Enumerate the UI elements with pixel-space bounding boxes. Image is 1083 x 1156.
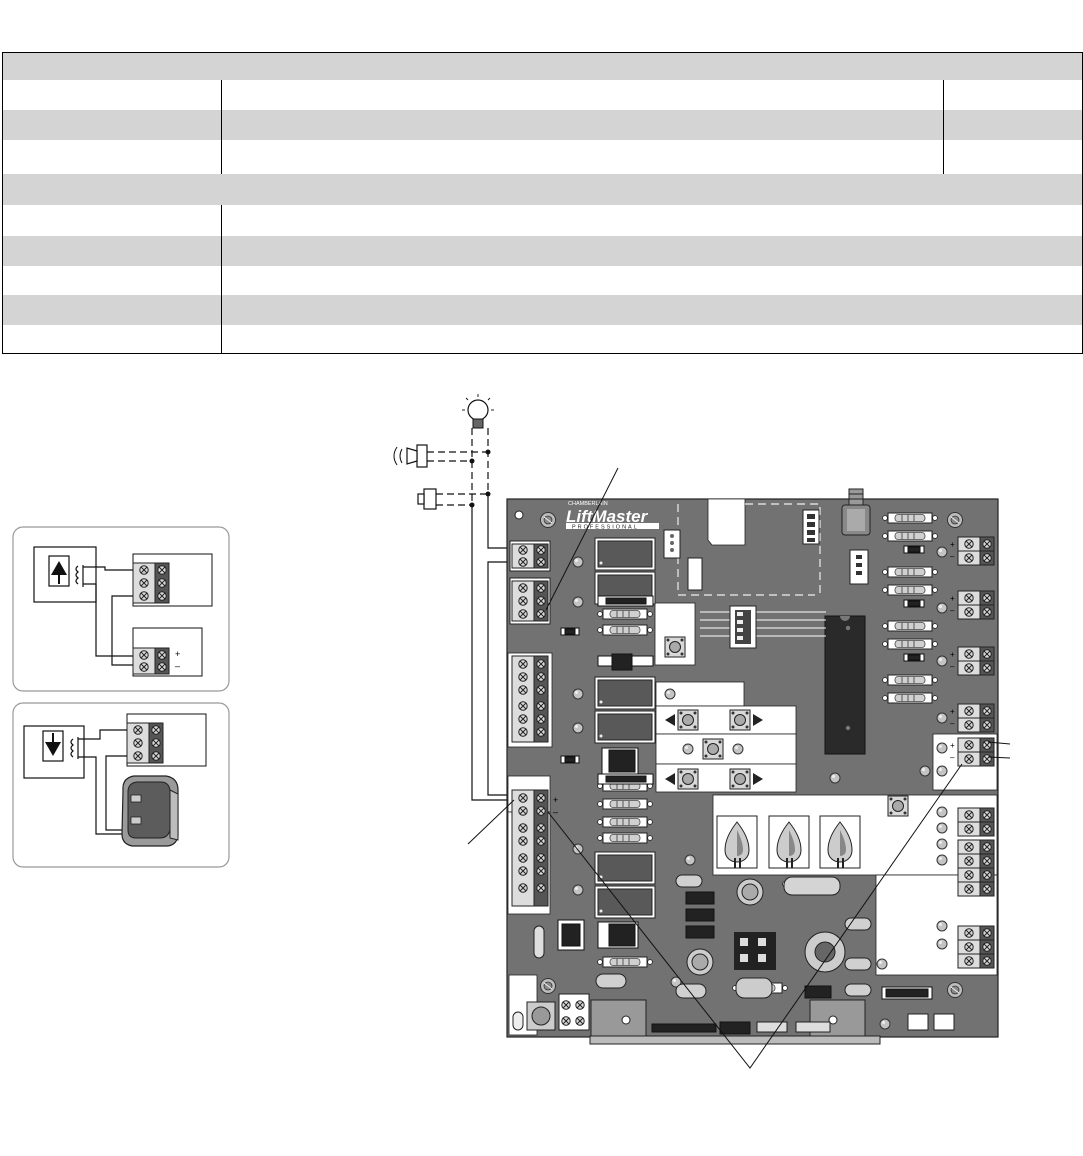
polarity-minus: –: [950, 552, 955, 561]
plug-in-transformer: [121, 775, 179, 847]
polarity-minus: –: [950, 662, 955, 671]
table-row: [3, 140, 1082, 174]
inset-power-supply-2: [12, 702, 230, 868]
polarity-minus: –: [950, 719, 955, 728]
right-terminal-blocks: + – + – + – + – + –: [950, 537, 994, 968]
polarity-plus: +: [950, 540, 955, 549]
table-row: [3, 266, 1082, 295]
table-row: [3, 80, 1082, 110]
polarity-plus: +: [950, 594, 955, 603]
microcontroller-chip: [824, 615, 866, 755]
antenna-connector: [841, 488, 871, 536]
relays: [594, 537, 656, 919]
liftmaster-logo: CHAMBERLAIN LiftMaster PROFESSIONAL: [566, 501, 659, 531]
column-divider: [943, 80, 944, 174]
push-buttons: [664, 636, 909, 817]
inset-power-supply-1: + –: [12, 526, 230, 692]
header-connectors: [663, 509, 869, 591]
polarity-minus: –: [175, 661, 180, 671]
table-row: [3, 295, 1082, 325]
polarity-minus: –: [553, 807, 558, 817]
brand-name: LiftMaster: [566, 507, 649, 526]
capacitors: [716, 815, 861, 869]
left-terminal-blocks: + –: [509, 540, 558, 907]
table-section-header-1: [3, 53, 1082, 80]
column-divider: [221, 205, 222, 353]
dip-switch: [700, 605, 826, 649]
wiring-diagram: + –: [12, 394, 1011, 1069]
switch-icon: [417, 488, 437, 510]
brand-sub: PROFESSIONAL: [572, 525, 639, 531]
callout-lines: [467, 467, 1011, 1069]
table-row: [3, 110, 1082, 140]
control-board: CHAMBERLAIN LiftMaster PROFESSIONAL: [506, 488, 999, 1045]
light-bulb-icon: [462, 394, 494, 429]
polarity-plus: +: [950, 741, 955, 750]
polarity-plus: +: [175, 649, 180, 659]
brand-top-text: CHAMBERLAIN: [568, 501, 608, 507]
table-section-header-2: [3, 174, 1082, 205]
polarity-minus: –: [950, 753, 955, 762]
bottom-left-terminals: [512, 925, 590, 1031]
leds: [514, 510, 963, 1030]
table-row: [3, 205, 1082, 236]
polarity-plus: +: [950, 650, 955, 659]
polarity-plus: +: [553, 795, 558, 805]
column-divider: [221, 80, 222, 174]
table-row: [3, 236, 1082, 266]
siren-icon: [393, 444, 428, 468]
power-section: [589, 874, 955, 1045]
table-row: [3, 325, 1082, 353]
polarity-plus: +: [950, 707, 955, 716]
specification-table: [2, 52, 1083, 354]
polarity-minus: –: [950, 606, 955, 615]
